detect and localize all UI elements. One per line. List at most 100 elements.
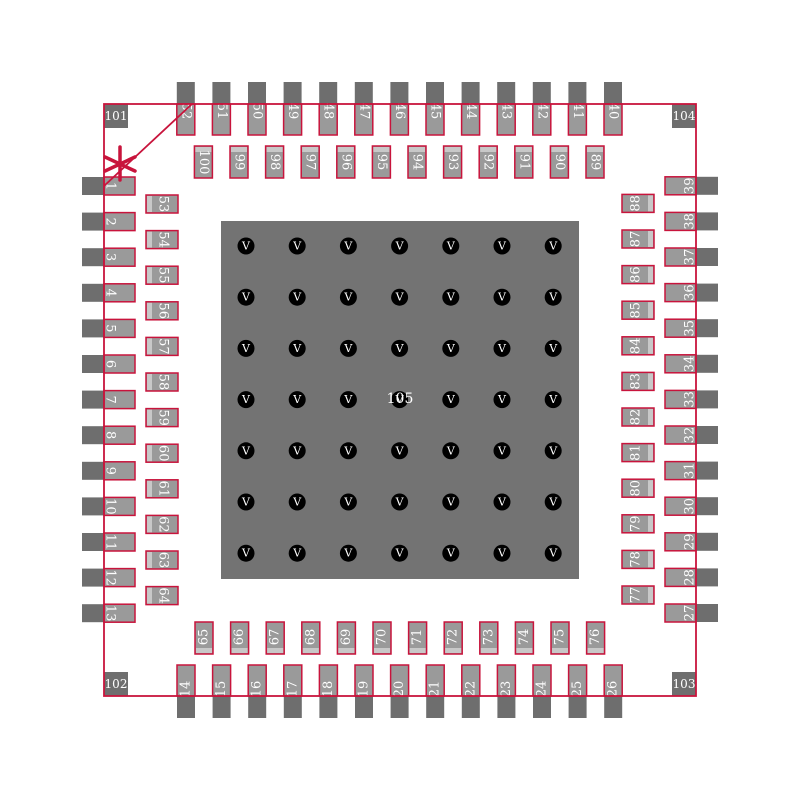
pad-label: 3 (103, 253, 118, 261)
pad-inner-highlight (480, 648, 497, 653)
via-label: V (548, 444, 558, 457)
pad-inner-right (621, 407, 655, 427)
pad-label: 39 (683, 178, 698, 195)
pad-inner-highlight (587, 147, 603, 152)
pad-label: 78 (629, 551, 644, 568)
pad-label: 15 (214, 681, 229, 698)
pad-label: 1 (103, 182, 118, 190)
pad-inner-left (145, 443, 179, 463)
via (544, 442, 562, 460)
via (237, 237, 255, 255)
pad-label: 35 (683, 320, 698, 337)
via-label: V (395, 547, 405, 560)
pad-inner-top (478, 145, 498, 179)
via-label: V (497, 240, 507, 253)
via-label: V (343, 240, 353, 253)
via-label: V (241, 291, 251, 304)
pad-outer-left (82, 533, 104, 551)
pad-outer-left (82, 212, 104, 231)
pad-label: 27 (683, 605, 698, 622)
pad-inner-bottom (550, 621, 570, 655)
pad-inner-highlight (515, 147, 532, 152)
via (391, 442, 409, 460)
pad-inner-highlight (374, 648, 390, 653)
pad-label: 31 (683, 462, 698, 479)
pad-outer-right (696, 461, 718, 480)
pad-label: 32 (683, 427, 698, 444)
pad-inner-left (145, 514, 179, 535)
via (288, 442, 306, 460)
via (493, 288, 511, 306)
pad-inner-highlight (480, 147, 497, 152)
via-label: V (395, 496, 405, 509)
pad-inner-highlight (648, 551, 653, 568)
via-label: V (497, 342, 507, 355)
pad-outer-bottom (283, 696, 302, 718)
pad-inner-right (621, 371, 655, 392)
via (391, 544, 409, 562)
via (493, 442, 511, 460)
pad-label: 26 (606, 681, 621, 698)
pad-label: 95 (374, 154, 389, 171)
pad-label: 86 (629, 266, 644, 283)
via (339, 493, 357, 511)
via (237, 544, 255, 562)
pad-outer-right (696, 248, 718, 266)
pad-label: 24 (535, 681, 550, 698)
via (544, 288, 562, 306)
package-outline (103, 103, 697, 697)
via-label: V (241, 393, 251, 406)
pad-outer-left (82, 604, 104, 623)
pad-inner-highlight (147, 552, 152, 568)
pad-inner-highlight (147, 196, 152, 212)
pad-outer-top (461, 82, 480, 104)
corner-pad-bottom-left (104, 672, 128, 696)
pad-label: 59 (156, 409, 171, 426)
pad-label: 93 (445, 154, 460, 171)
pad-label: 75 (553, 629, 568, 646)
pad-inner-highlight (147, 374, 152, 390)
pad-label: 17 (285, 681, 300, 698)
pad-label: 25 (570, 681, 585, 698)
pad-label: 23 (499, 681, 514, 698)
via-label: V (343, 342, 353, 355)
via-label: V (395, 240, 405, 253)
pad-label: 69 (339, 629, 354, 646)
pad-inner-top (371, 145, 392, 179)
pad-inner-highlight (648, 266, 653, 283)
pad-inner-highlight (267, 648, 284, 653)
pad-label: 46 (392, 103, 407, 120)
pad-outer-right (696, 426, 718, 444)
pad-inner-highlight (337, 147, 354, 152)
pad-label: 89 (588, 154, 603, 171)
pad-label: 40 (606, 103, 621, 120)
via-label: V (241, 496, 251, 509)
pad-outer-right (696, 604, 718, 622)
pad-label: 70 (375, 629, 390, 646)
pad-label: 94 (410, 154, 425, 171)
pad-outer-top (283, 82, 302, 104)
via-label: V (395, 444, 405, 457)
pad-inner-bottom (443, 621, 463, 655)
pad-inner-right (621, 549, 655, 570)
pad-label: 12 (103, 569, 118, 586)
pad-label: 60 (156, 445, 171, 462)
pad-inner-highlight (373, 147, 390, 152)
pad-inner-highlight (648, 409, 653, 425)
pad-inner-highlight (409, 648, 426, 653)
pad-label: 96 (338, 154, 353, 171)
pad-inner-top (264, 145, 285, 179)
pad-inner-bottom (585, 621, 606, 655)
via-label: V (241, 547, 251, 560)
pad-inner-right (621, 478, 655, 498)
pad-inner-highlight (516, 648, 533, 653)
pad-outer-right (696, 532, 718, 551)
pad-outer-top (354, 82, 373, 104)
via (339, 339, 357, 357)
corner-pad-label: 104 (673, 109, 696, 123)
via-label: V (343, 547, 353, 560)
pad-inner-highlight (195, 147, 212, 152)
pad-inner-left (145, 265, 179, 285)
pad-outer-left (82, 390, 104, 409)
pad-inner-top (300, 145, 320, 179)
